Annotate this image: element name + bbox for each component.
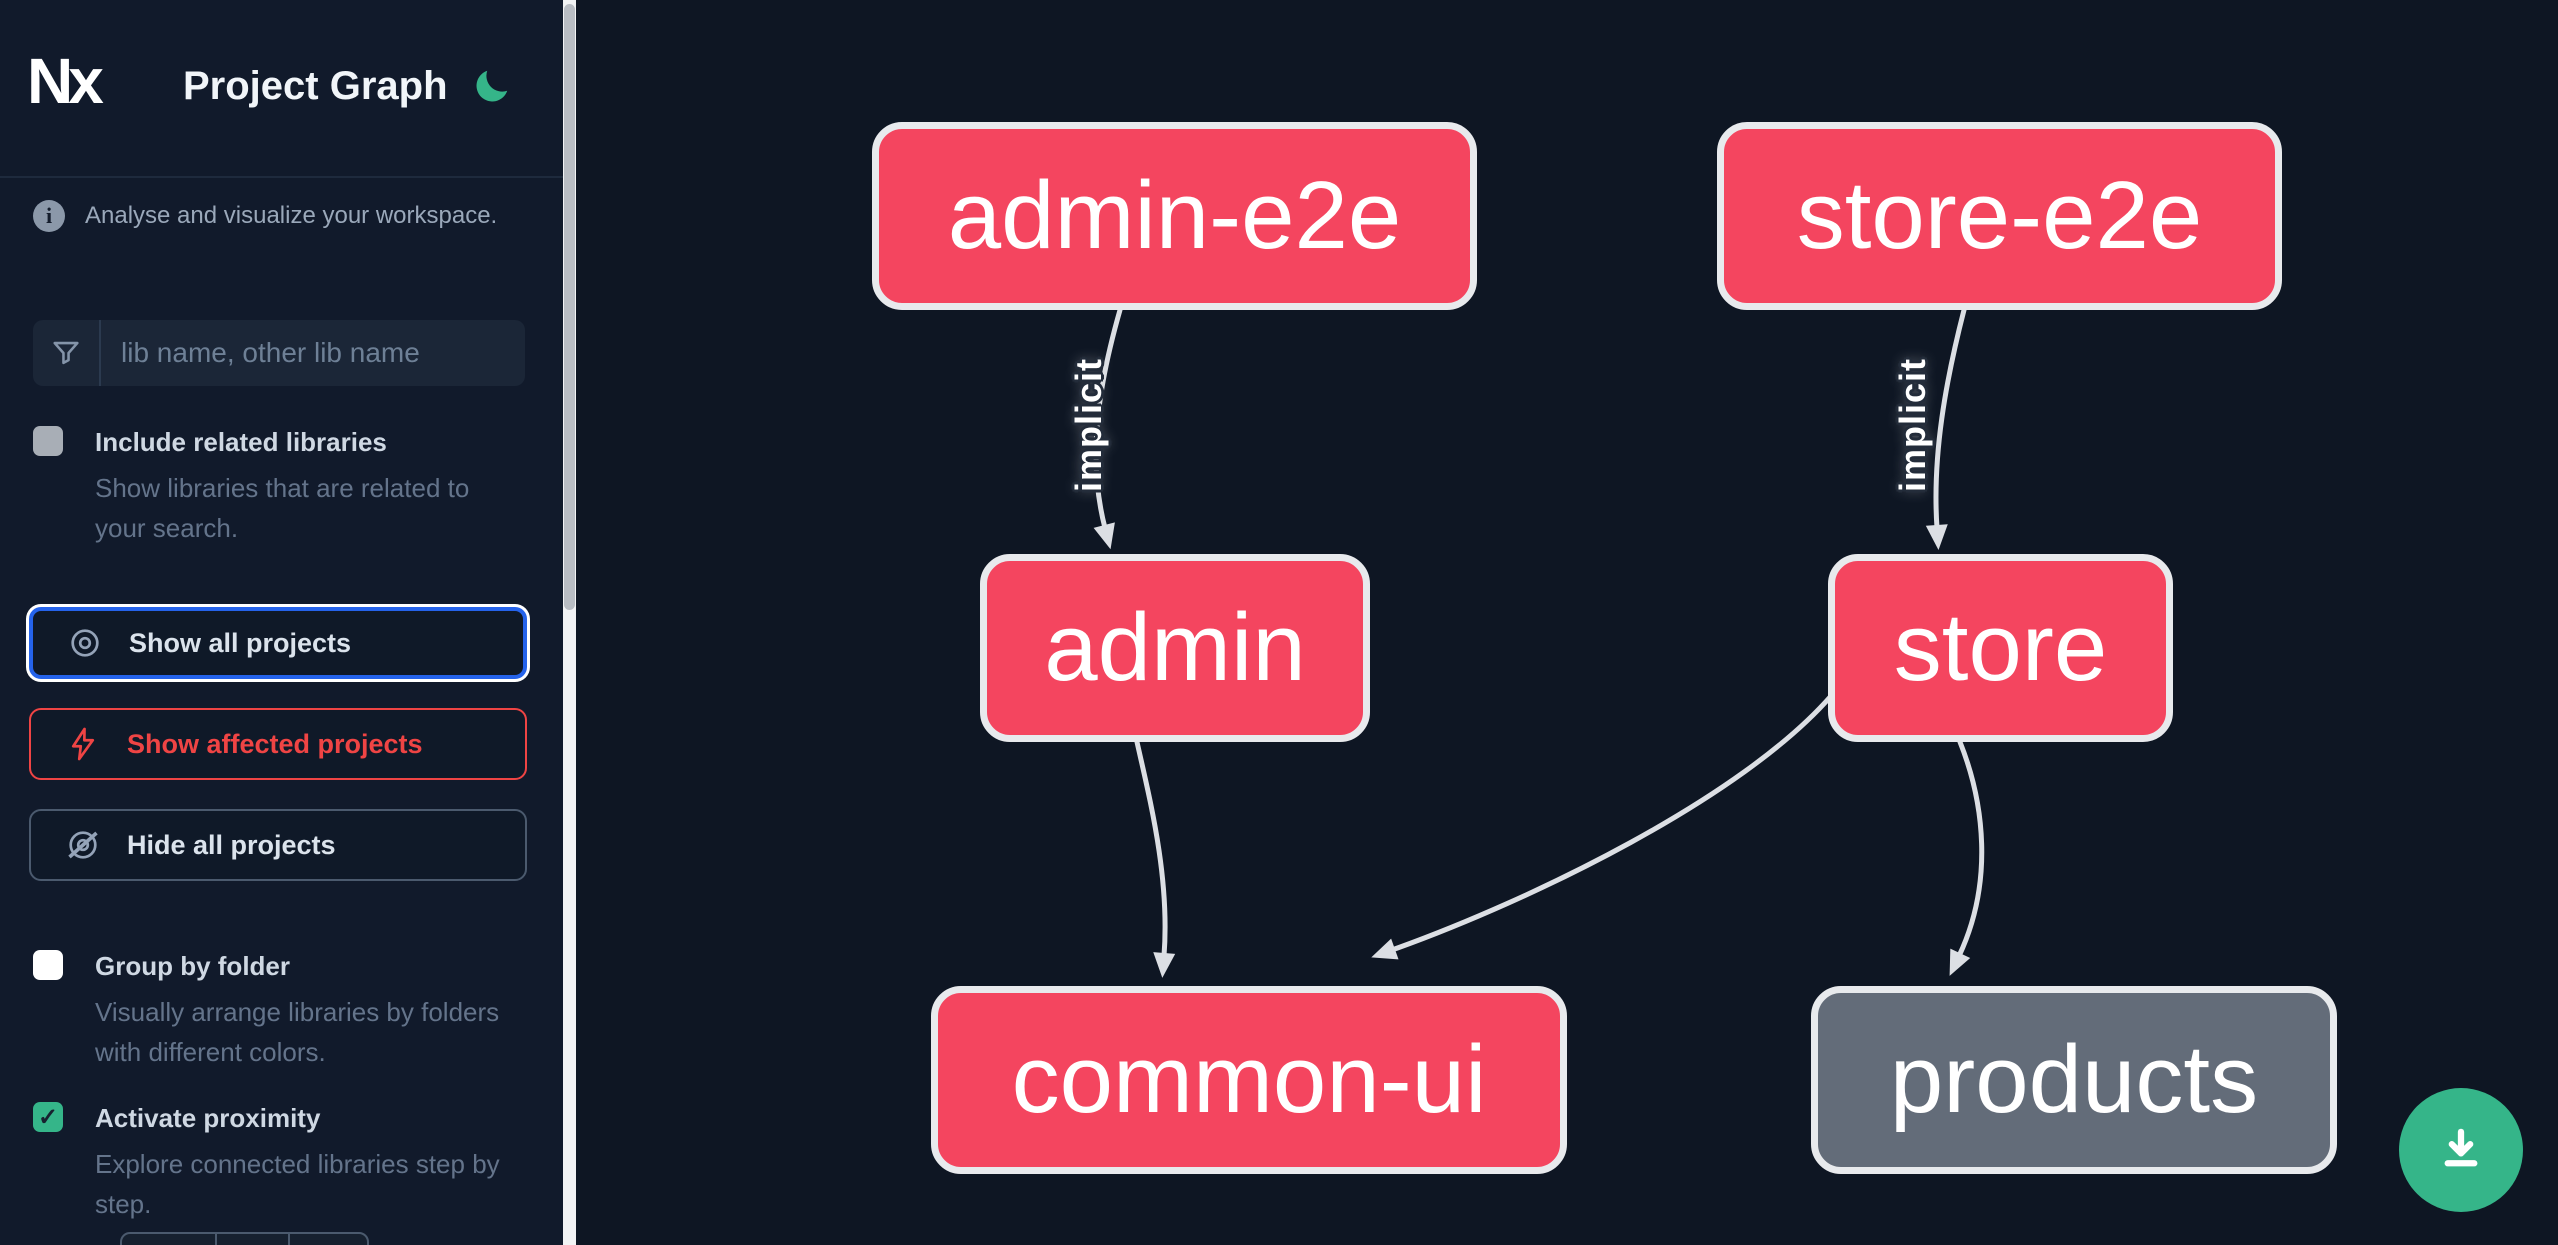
- workspace-tagline: Analyse and visualize your workspace.: [85, 202, 498, 229]
- sidebar-scrollbar[interactable]: [563, 0, 576, 1245]
- search-box: [33, 320, 525, 386]
- toggle-description: Visually arrange libraries by folders wi…: [95, 997, 500, 1067]
- graph-node-products[interactable]: products: [1811, 986, 2337, 1174]
- graph-node-store[interactable]: store: [1828, 554, 2173, 742]
- nx-logo-icon: Nx: [27, 45, 104, 117]
- toggle-label: Include related libraries: [95, 427, 387, 457]
- theme-toggle-moon-icon[interactable]: [470, 64, 514, 108]
- download-icon: [2444, 1128, 2478, 1167]
- graph-node-store-e2e[interactable]: store-e2e: [1717, 122, 2282, 310]
- download-image-button[interactable]: [2399, 1088, 2523, 1212]
- search-input[interactable]: [101, 320, 525, 386]
- toggle-group-by-folder[interactable]: Group by folder Visually arrange librari…: [33, 950, 527, 1080]
- filter-funnel-icon: [33, 320, 101, 386]
- toggle-label: Group by folder: [95, 951, 290, 981]
- toggle-activate-proximity[interactable]: ✓ Activate proximity Explore connected l…: [33, 1102, 527, 1232]
- toggle-label: Activate proximity: [95, 1103, 321, 1133]
- eye-icon: [71, 629, 99, 657]
- toggle-description: Explore connected libraries step by step…: [95, 1149, 500, 1219]
- button-label: Show affected projects: [127, 728, 423, 759]
- stepper-divider: [288, 1234, 290, 1245]
- page-title: Project Graph: [183, 64, 448, 108]
- sidebar: Nx Project Graph i Analyse and visualize…: [0, 0, 563, 1245]
- button-label: Hide all projects: [127, 829, 336, 860]
- checkbox-group-by-folder[interactable]: [33, 950, 63, 980]
- button-label: Show all projects: [129, 627, 352, 658]
- graph-node-admin-e2e[interactable]: admin-e2e: [872, 122, 1477, 310]
- info-icon: i: [33, 200, 65, 232]
- checkbox-include-related[interactable]: [33, 426, 63, 456]
- stepper-divider: [215, 1234, 217, 1245]
- toggle-description: Show libraries that are related to your …: [95, 473, 470, 543]
- graph-node-admin[interactable]: admin: [980, 554, 1370, 742]
- show-all-projects-button[interactable]: Show all projects: [29, 607, 527, 679]
- edge-label-implicit: implicit: [1892, 357, 1933, 493]
- bolt-icon: [71, 727, 95, 761]
- scrollbar-thumb[interactable]: [564, 4, 575, 610]
- toggle-include-related[interactable]: Include related libraries Show libraries…: [33, 426, 527, 546]
- hide-all-projects-button[interactable]: Hide all projects: [29, 809, 527, 881]
- show-affected-projects-button[interactable]: Show affected projects: [29, 708, 527, 780]
- eye-off-icon: [68, 831, 98, 859]
- sidebar-header: Nx Project Graph: [0, 0, 563, 178]
- checkbox-activate-proximity[interactable]: ✓: [33, 1102, 63, 1132]
- graph-node-common-ui[interactable]: common-ui: [931, 986, 1567, 1174]
- proximity-degree-control[interactable]: [120, 1232, 369, 1245]
- workspace-tagline-row: i Analyse and visualize your workspace.: [33, 200, 497, 232]
- edge-label-implicit: implicit: [1068, 357, 1109, 493]
